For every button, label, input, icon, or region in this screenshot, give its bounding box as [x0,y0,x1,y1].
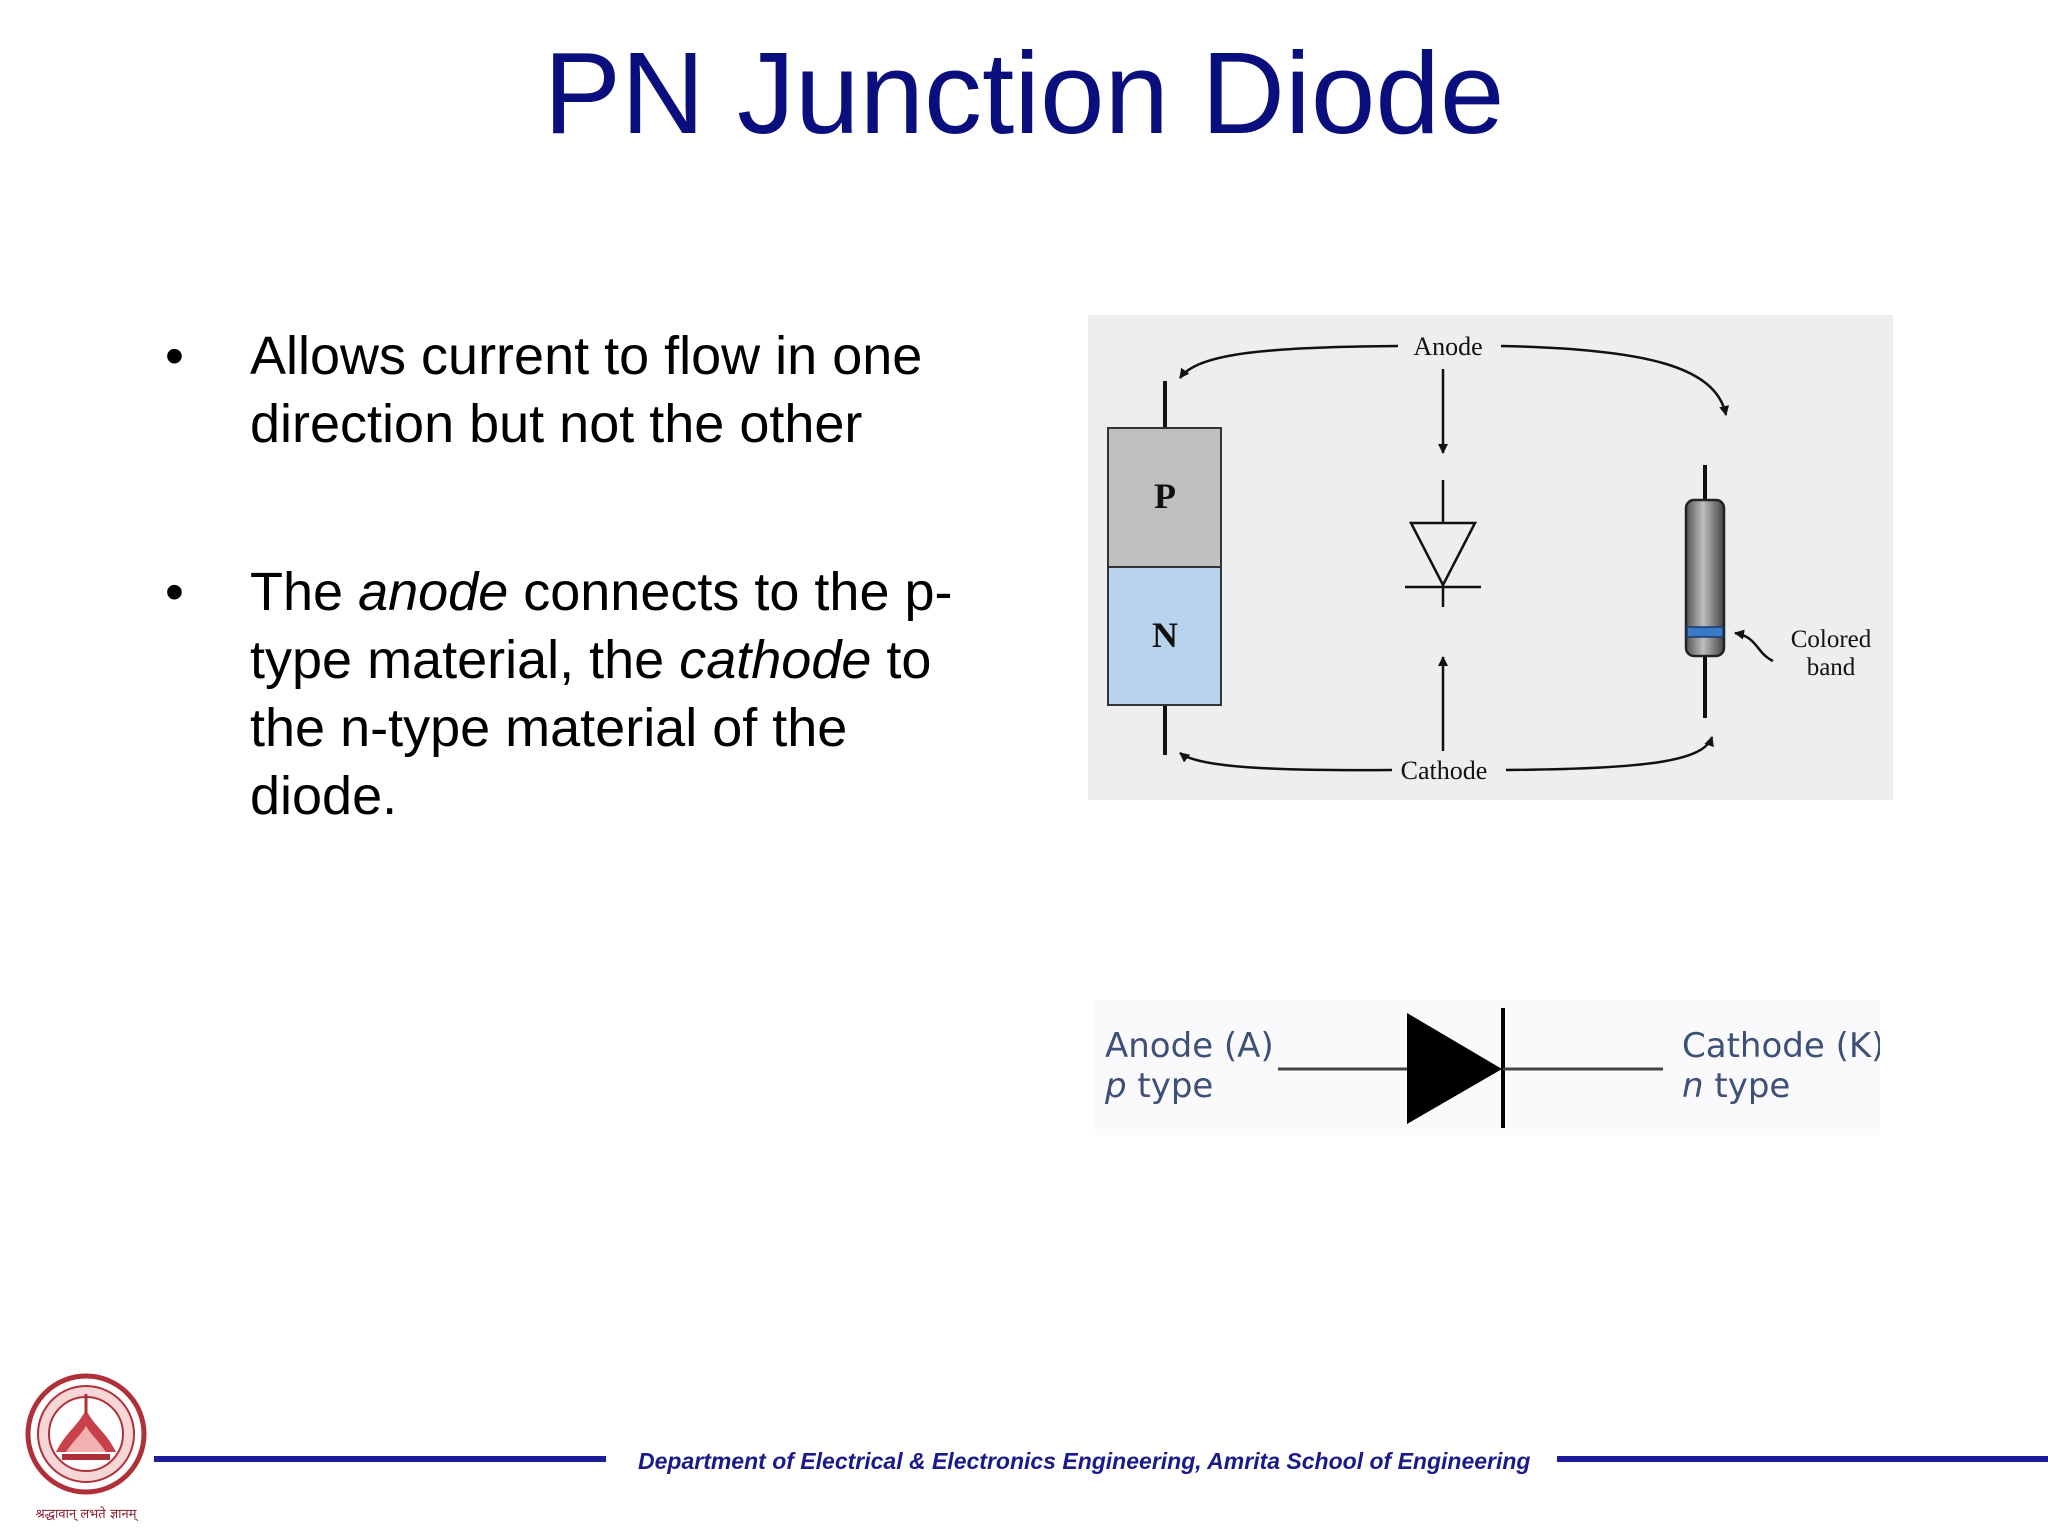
footer-department: Department of Electrical & Electronics E… [638,1448,1531,1474]
band-label-line-2: band [1807,654,1856,681]
band-pointer [1734,629,1774,663]
text-run: type material, the [250,630,680,690]
seal-motto: श्रद्धावान् लभते ज्ञानम् [35,1506,138,1522]
symbol-cathode-label: Cathode (K) [1682,1026,1880,1066]
symbol-anode-type: p type [1104,1066,1213,1106]
band-label-line-1: Colored [1791,626,1872,653]
footer-rule-left [154,1456,606,1462]
text-run: to [871,630,932,690]
text-run: connects to the p- [508,562,953,622]
diode-diagram-svg: P N Anode Cathode [1107,332,1872,785]
diode-triangle [1408,521,1478,588]
anode-term: anode [358,562,509,622]
bullet-item-2: • The anode connects to the p- type mate… [165,558,1025,830]
symbol-anode-label: Anode (A) [1105,1026,1274,1066]
p-region-label: P [1154,476,1176,516]
slide-title: PN Junction Diode [543,28,1505,158]
bullet-line: Allows current to flow in one [250,326,923,386]
footer-rule-right [1557,1456,2048,1462]
n-region-label: N [1152,615,1178,655]
text-run: The [250,562,359,622]
bullet-marker: • [165,562,184,622]
symbol-triangle [1407,1013,1502,1124]
type-word: type [1127,1066,1214,1106]
symbol-cathode-type: n type [1682,1066,1790,1106]
type-letter: p [1104,1066,1127,1106]
bullet-list: • Allows current to flow in one directio… [165,322,1025,930]
diode-symbol-svg: Anode (A) p type Cathode (K) n type [1104,1008,1884,1128]
bullet-line: type material, the cathode to [250,626,1025,694]
cathode-label: Cathode [1401,756,1488,785]
seal-svg: श्रद्धावान् लभते ज्ञानम् [25,1373,147,1522]
bullet-line: The anode connects to the p- [250,558,1025,626]
anode-arrow-right [1500,344,1730,416]
cathode-term: cathode [679,630,872,690]
cathode-arrow-right [1505,736,1714,772]
p-region [1107,427,1222,568]
colored-band [1686,626,1724,638]
amrita-seal-logo: श्रद्धावान् लभते ज्ञानम् [18,1370,154,1528]
bullet-line: direction but not the other [250,394,863,454]
anode-label: Anode [1413,332,1482,361]
n-region [1107,566,1222,706]
bullet-line: the n-type material of the [250,698,848,758]
bullet-item-1: • Allows current to flow in one directio… [165,322,1025,458]
bullet-line: diode. [250,766,398,826]
type-letter: n [1682,1066,1704,1106]
diode-diagram: P N Anode Cathode [1088,315,1893,800]
cathode-arrow-left [1179,751,1393,772]
anode-arrow-left [1178,344,1399,379]
diode-symbol: Anode (A) p type Cathode (K) n type [1095,1000,1884,1135]
bullet-marker: • [165,326,184,386]
type-word: type [1704,1066,1791,1106]
